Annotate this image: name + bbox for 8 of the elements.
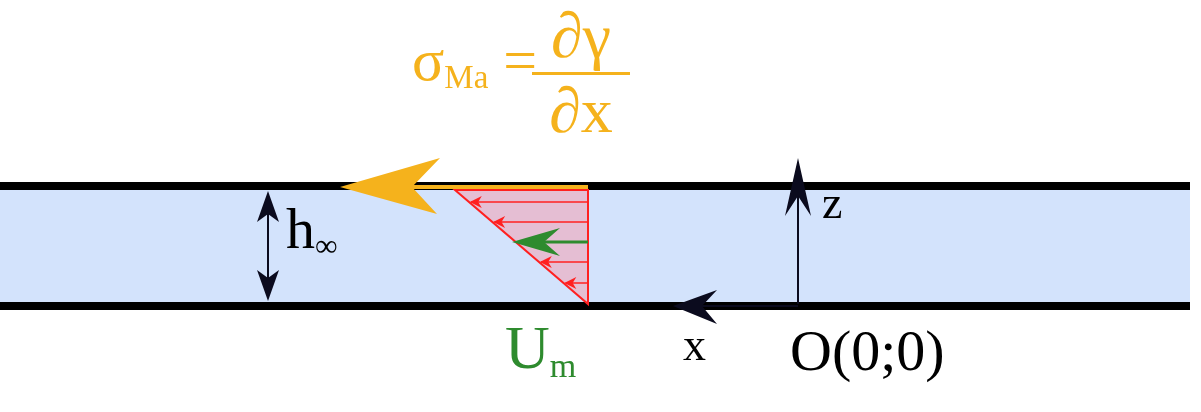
axis-label: z <box>822 180 843 226</box>
axis-label: x <box>683 322 706 368</box>
origin-label: O(0;0) <box>790 322 945 380</box>
film-thickness-label: h$_{∞}$ <box>286 200 338 258</box>
fraction-numerator: ∂γ <box>550 4 612 72</box>
fraction-denominator: ∂x <box>548 75 614 143</box>
velocity-label: U$_{m}$ <box>505 316 577 378</box>
stress-label: σ$_{Ma}$ = <box>412 30 538 90</box>
